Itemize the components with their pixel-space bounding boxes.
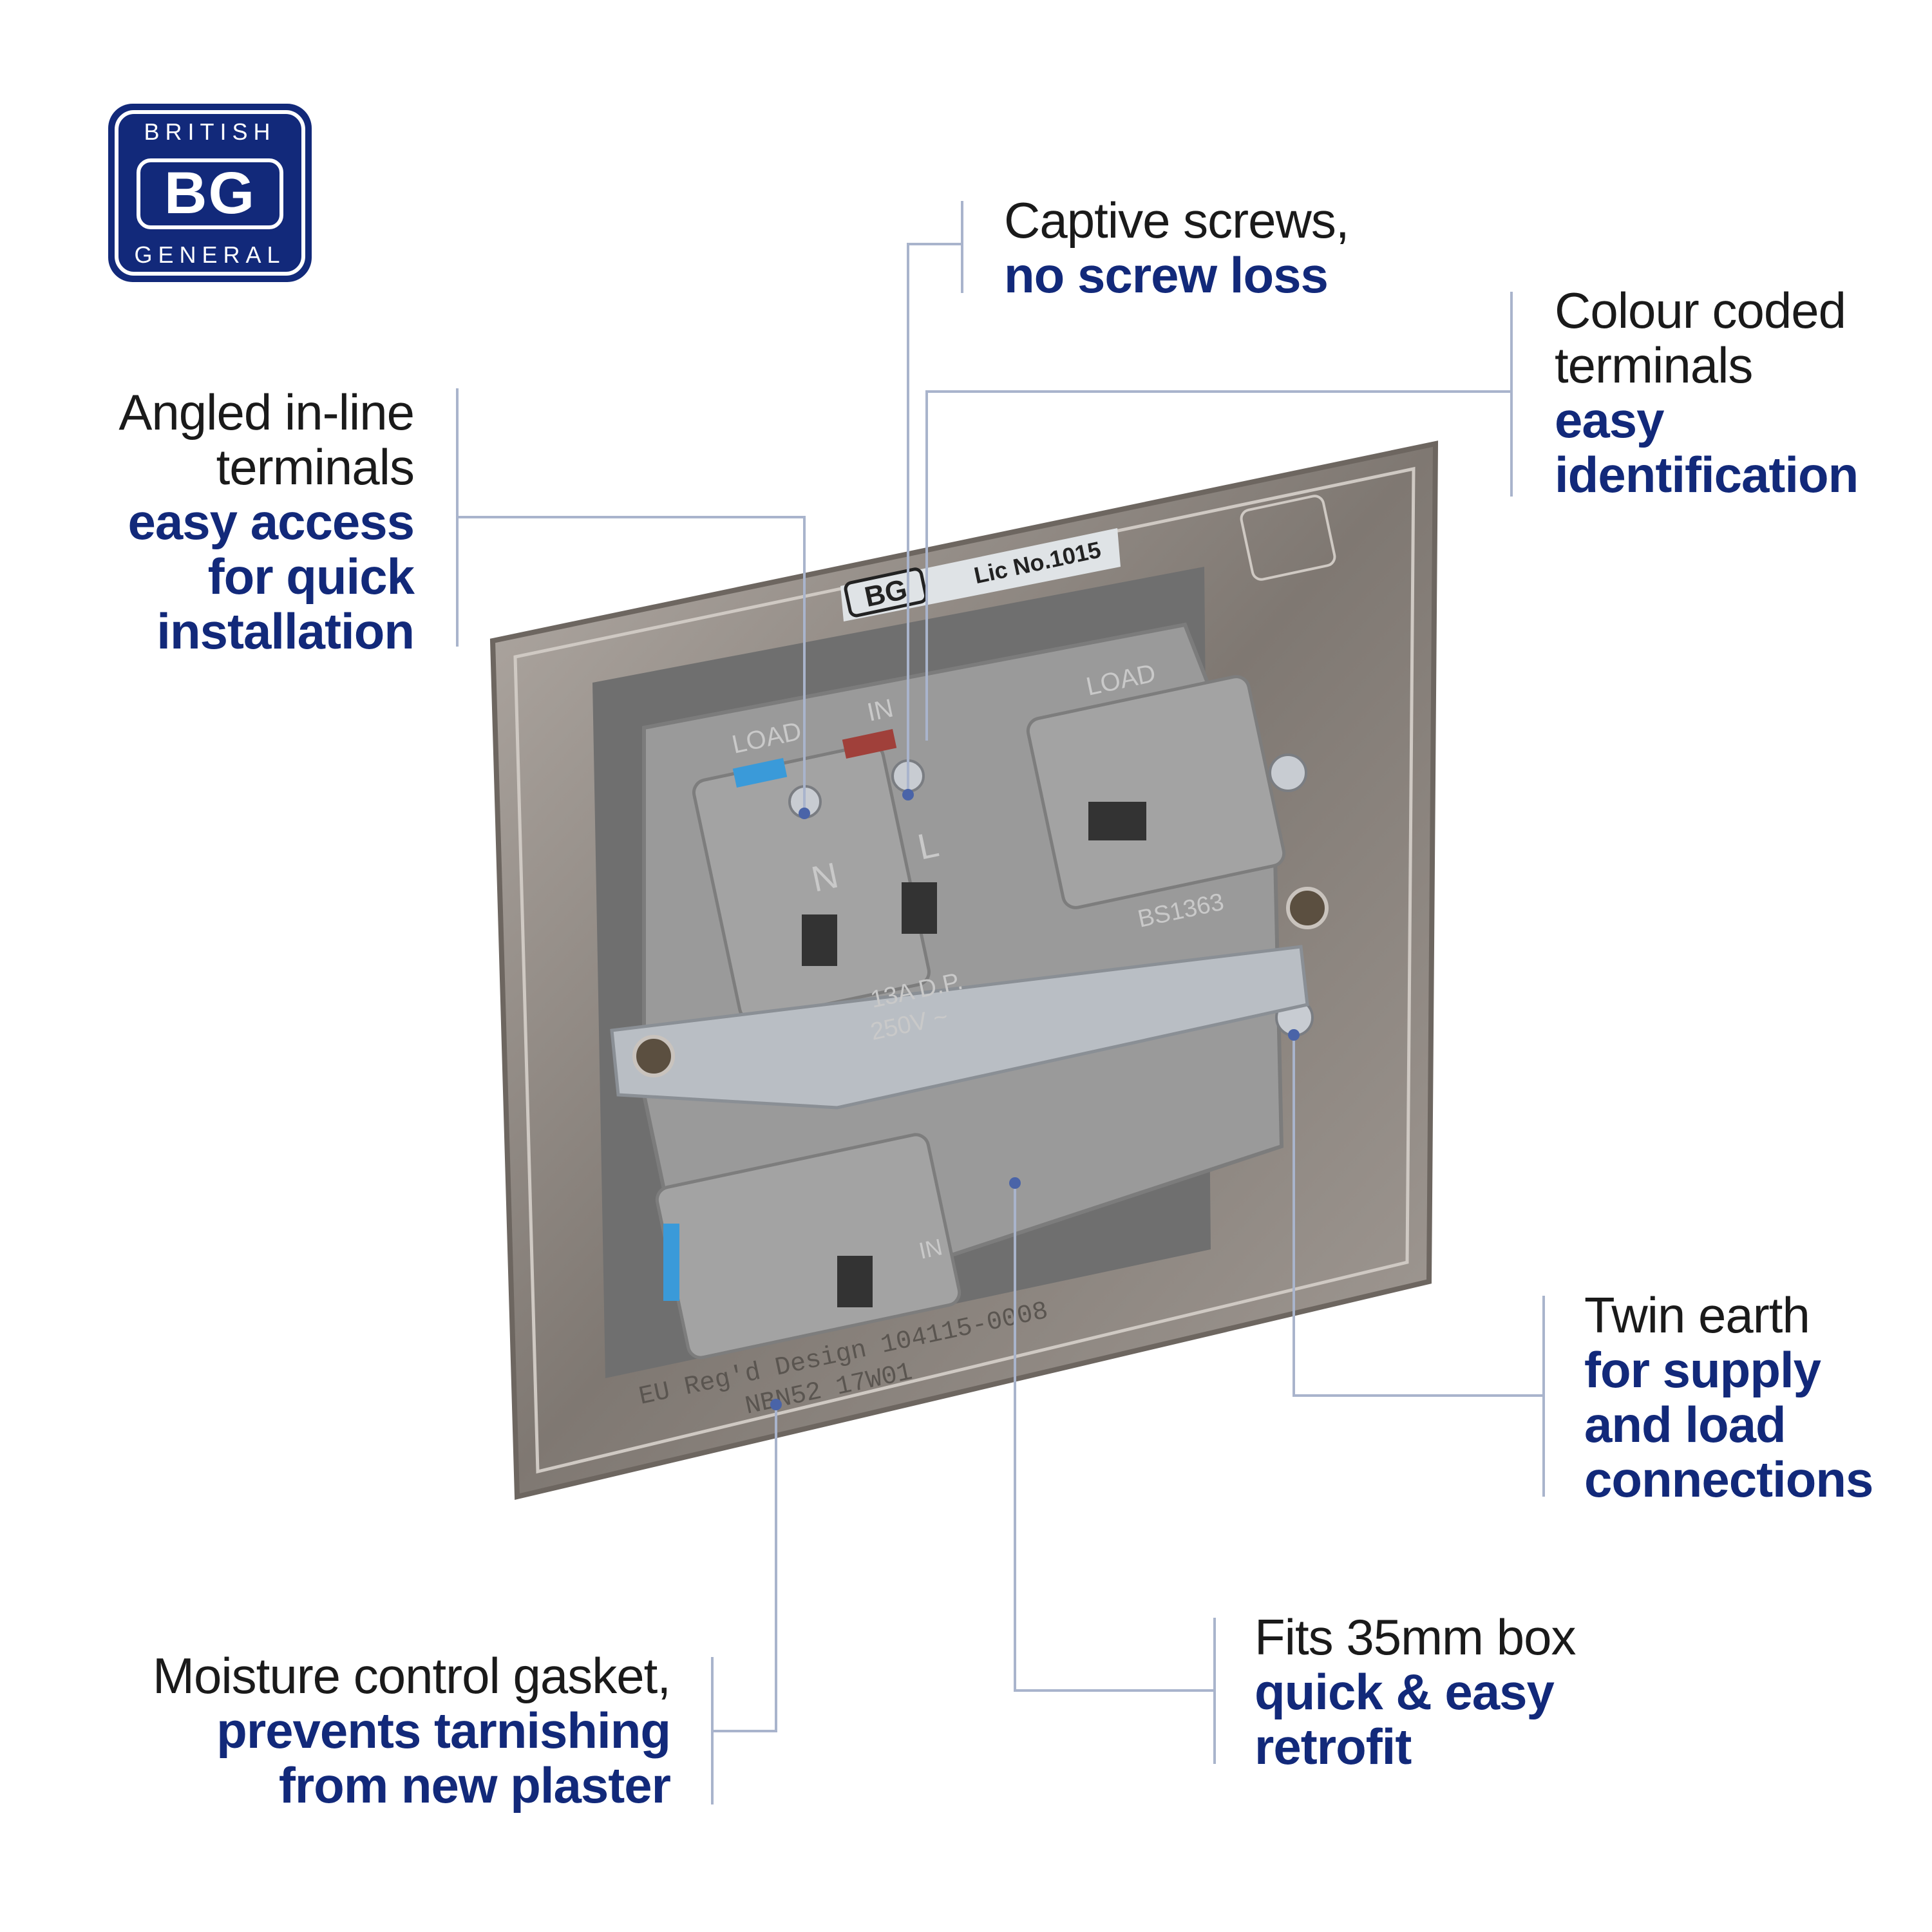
neutral-terminal-blue-bottom — [663, 1224, 679, 1301]
callout-emphasis: identification — [1555, 446, 1859, 503]
callout-emphasis: prevents tarnishing — [216, 1702, 671, 1759]
callout-emphasis: for supply — [1584, 1341, 1821, 1398]
neutral-terminal-blue — [732, 758, 788, 788]
callout-emphasis: and load — [1584, 1396, 1786, 1453]
callout-text: Fits 35mm box — [1255, 1609, 1576, 1665]
callout-twin-earth: Twin earth for supply and load connectio… — [1584, 1288, 1873, 1507]
callout-moisture-gasket: Moisture control gasket, prevents tarnis… — [152, 1647, 671, 1814]
callout-emphasis: easy — [1555, 392, 1665, 448]
callout-text: terminals — [216, 439, 415, 495]
callout-emphasis: easy access — [128, 493, 415, 550]
terminal-block-right — [1026, 675, 1286, 909]
fixing-hole — [632, 1035, 675, 1077]
twin-leader — [1293, 1035, 1544, 1397]
callout-emphasis: connections — [1584, 1451, 1873, 1508]
callout-captive-screws: Captive screws, no screw loss — [1004, 193, 1349, 303]
marking-in-top: IN — [865, 694, 896, 726]
logo-bottom-word: GENERAL — [134, 242, 286, 268]
callout-emphasis: from new plaster — [278, 1757, 671, 1814]
fixing-hole — [1286, 887, 1329, 929]
callout-emphasis: no screw loss — [1004, 247, 1329, 303]
callout-text: Twin earth — [1584, 1287, 1810, 1343]
callout-text: Angled in-line — [118, 384, 415, 440]
angled-leader — [457, 516, 806, 813]
earth-screw — [1269, 753, 1307, 792]
marking-in-bottom: IN — [916, 1233, 945, 1264]
callout-colour-coded: Colour coded terminals easy identificati… — [1555, 282, 1859, 503]
callout-emphasis: installation — [156, 603, 415, 659]
pin-slot — [1088, 802, 1146, 840]
british-general-logo: BRITISH BG GENERAL — [108, 104, 312, 282]
callout-angled-terminals: Angled in-line terminals easy access for… — [118, 384, 415, 659]
pin-slot — [802, 914, 837, 966]
callout-emphasis: quick & easy — [1255, 1663, 1555, 1720]
moisture-leader — [712, 1405, 777, 1732]
embossed-logo — [1240, 495, 1336, 581]
pin-slot — [837, 1256, 873, 1307]
callout-fits-35mm-box: Fits 35mm box quick & easy retrofit — [1255, 1609, 1576, 1775]
live-terminal-red — [842, 729, 897, 759]
colour-leader — [925, 390, 1511, 741]
captive-leader — [907, 243, 962, 795]
callout-text: Captive screws, — [1004, 192, 1349, 249]
callout-emphasis: retrofit — [1255, 1718, 1412, 1775]
callout-emphasis: for quick — [207, 548, 415, 605]
logo-top-word: BRITISH — [144, 118, 276, 145]
mounting-bracket — [610, 945, 1309, 1110]
callout-text: Colour coded — [1555, 282, 1846, 339]
license-label — [840, 528, 1121, 621]
callout-text: terminals — [1555, 337, 1753, 393]
fits-leader — [1014, 1183, 1215, 1692]
logo-mark: BG — [137, 158, 283, 229]
callout-text: Moisture control gasket, — [152, 1647, 671, 1704]
pin-slot — [902, 882, 937, 934]
